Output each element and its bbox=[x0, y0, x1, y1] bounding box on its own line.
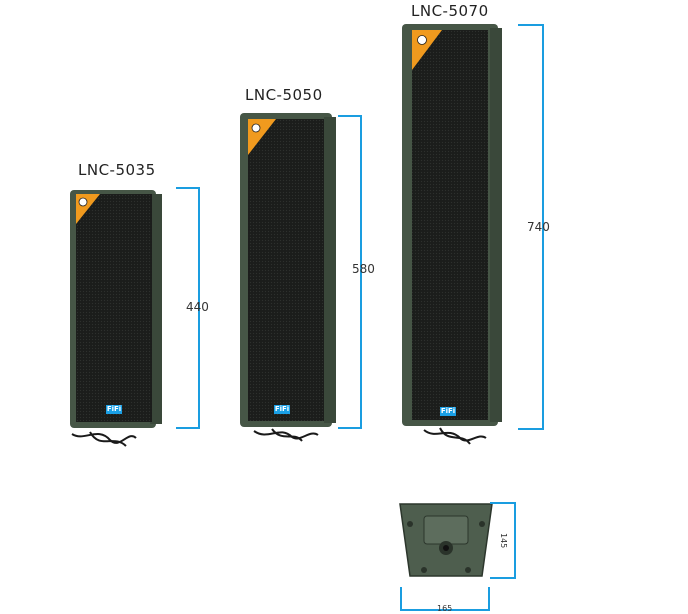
fifi-badge: FiFi bbox=[440, 407, 456, 416]
speaker-lnc-5050 bbox=[240, 113, 340, 443]
model-label-lnc-5050: LNC-5050 bbox=[245, 86, 323, 104]
fifi-badge: FiFi bbox=[274, 405, 290, 414]
model-label-lnc-5070: LNC-5070 bbox=[411, 2, 489, 20]
height-label-lnc-5050: 580 bbox=[352, 262, 375, 276]
depth-dimension-line bbox=[490, 502, 516, 579]
height-label-lnc-5035: 440 bbox=[186, 300, 209, 314]
height-label-lnc-5070: 740 bbox=[527, 220, 550, 234]
fifi-badge: FiFi bbox=[106, 405, 122, 414]
height-dimension-line bbox=[518, 24, 544, 430]
height-dimension-line bbox=[176, 187, 200, 429]
speaker-base-view bbox=[398, 500, 494, 587]
height-dimension-line bbox=[338, 115, 362, 429]
width-label: 165 bbox=[437, 604, 453, 613]
speaker-lnc-5035 bbox=[70, 188, 165, 454]
width-dimension-line bbox=[400, 587, 490, 611]
model-label-lnc-5035: LNC-5035 bbox=[78, 161, 156, 179]
speaker-lnc-5070 bbox=[402, 24, 506, 454]
depth-label: 145 bbox=[499, 533, 508, 549]
